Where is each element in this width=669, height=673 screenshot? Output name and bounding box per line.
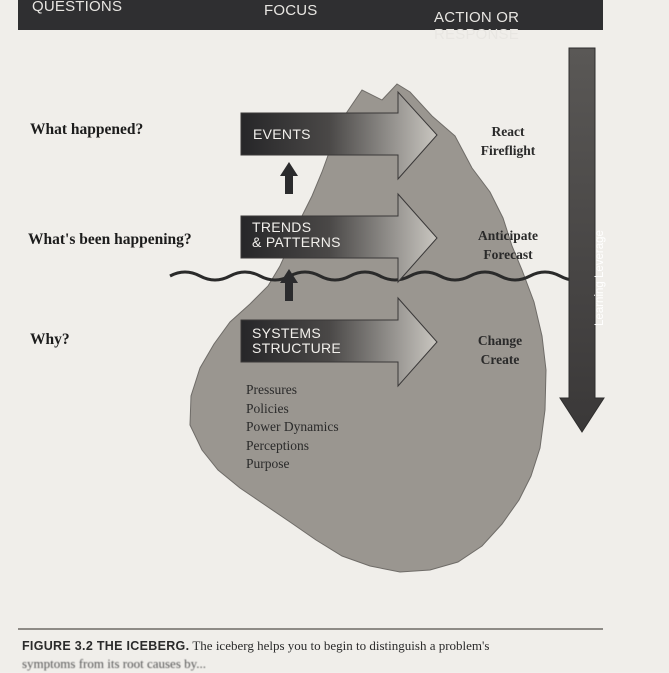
systems-arrow: [240, 296, 438, 388]
question-why: Why?: [30, 331, 70, 348]
figure-caption: FIGURE 3.2 THE ICEBERG. The iceberg help…: [22, 637, 622, 655]
response-line: Fireflight: [480, 143, 536, 158]
response-line: Create: [480, 352, 520, 367]
cause-item: Perceptions: [246, 437, 309, 453]
focus-label-line: & PATTERNS: [252, 234, 341, 250]
response-line: Change: [477, 333, 523, 348]
figure-caption-line2: symptoms from its root causes by...: [22, 656, 207, 671]
response-anticipate: Anticipate Forecast: [463, 226, 553, 264]
focus-label-line: SYSTEMS: [252, 325, 322, 341]
root-causes-list: Pressures Policies Power Dynamics Percep…: [246, 381, 339, 474]
focus-label-line: EVENTS: [253, 126, 311, 142]
response-line: React: [491, 124, 525, 139]
response-change: Change Create: [460, 331, 540, 369]
figure-label: FIGURE 3.2 THE ICEBERG.: [22, 639, 190, 653]
waterline: [169, 270, 586, 282]
question-what-happened: What happened?: [30, 121, 144, 138]
response-line: Forecast: [483, 247, 533, 262]
learning-leverage-arrow: [559, 47, 605, 433]
focus-events-label: EVENTS: [253, 127, 311, 142]
focus-systems-label: SYSTEMS STRUCTURE: [252, 326, 341, 356]
cause-item: Policies: [246, 400, 289, 416]
learning-leverage-label: Learning Leverage: [594, 230, 606, 326]
events-arrow: [240, 90, 438, 181]
response-react: React Fireflight: [463, 122, 553, 160]
focus-label-line: TRENDS: [252, 219, 312, 235]
focus-label-line: STRUCTURE: [252, 340, 342, 356]
header-questions: QUESTIONS: [32, 0, 123, 15]
focus-trends-label: TRENDS & PATTERNS: [252, 220, 341, 250]
cause-item: Purpose: [246, 456, 290, 471]
cause-item: Pressures: [246, 382, 297, 397]
header-action-or-response: ACTION OR RESPONSE: [434, 9, 520, 43]
header-focus: FOCUS: [264, 2, 318, 19]
up-arrow-icon: [280, 269, 298, 301]
response-line: Anticipate: [478, 228, 538, 243]
up-arrow-icon: [280, 162, 298, 194]
header-band: QUESTIONS FOCUS ACTION OR RESPONSE: [18, 0, 603, 43]
trends-arrow: [240, 192, 438, 284]
caption-rule: [18, 628, 603, 630]
cause-item: Power Dynamics: [246, 419, 339, 434]
caption-text: The iceberg helps you to begin to distin…: [189, 638, 490, 653]
question-whats-been-happening: What's been happening?: [28, 231, 192, 248]
